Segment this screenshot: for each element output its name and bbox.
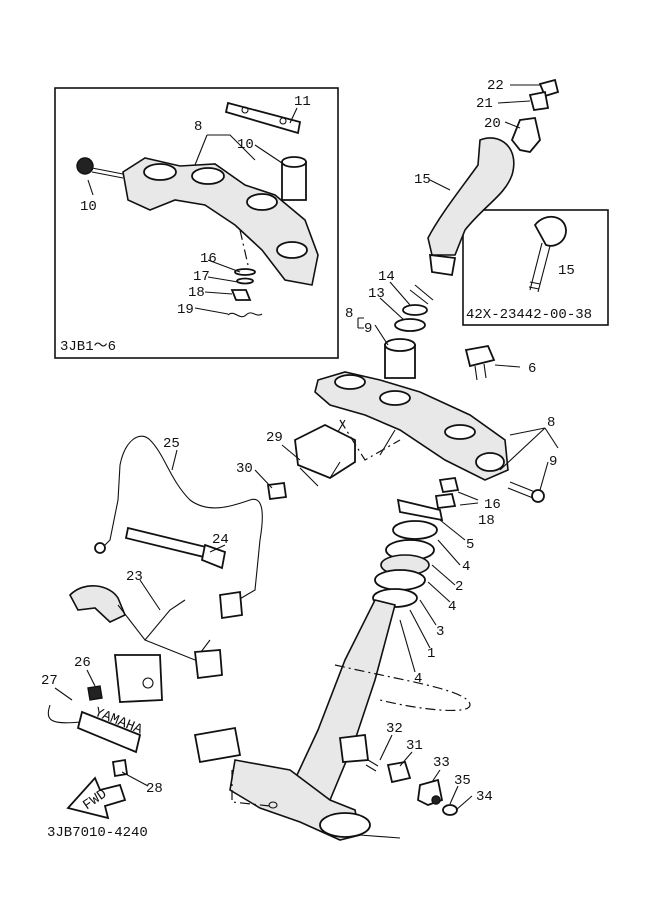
callout-12: 11 [294, 94, 311, 110]
callout-17: 17 [193, 269, 210, 285]
callout-23: 23 [126, 569, 143, 585]
bracket-23 [69, 585, 223, 703]
callout-35: 35 [454, 773, 471, 789]
callout-29: 29 [266, 430, 283, 446]
callout-7: 6 [528, 361, 536, 377]
callout-8-main-left: 8 [345, 306, 353, 322]
upper-bracket [314, 371, 545, 509]
callout-18-main: 18 [478, 513, 495, 529]
callout-20: 20 [484, 116, 501, 132]
callout-11: 10 [80, 199, 97, 215]
inset-box-3jb [54, 87, 339, 359]
small-parts-right [365, 759, 458, 816]
callout-18-inset: 18 [188, 285, 205, 301]
callout-27: 27 [41, 673, 58, 689]
inset-caption-42x: 42X-23442-00-38 [466, 307, 592, 323]
leader-lines [54, 84, 559, 811]
callout-10-inset: 10 [237, 137, 254, 153]
bracket-29 [266, 419, 401, 501]
callout-16-inset: 16 [200, 251, 217, 267]
callout-9: 9 [549, 454, 557, 470]
callout-26: 26 [74, 655, 91, 671]
callout-4-lower: 4 [414, 671, 422, 687]
inset-caption-3jb: 3JB1～6 [60, 339, 116, 355]
callout-1: 1 [427, 646, 435, 662]
callout-2: 2 [455, 579, 463, 595]
cable-25 [94, 435, 263, 620]
small-parts-left [47, 685, 142, 778]
callout-15-inset: 15 [558, 263, 575, 279]
callout-14: 14 [378, 269, 395, 285]
callout-10-main: 9 [364, 321, 372, 337]
callout-30: 30 [236, 461, 253, 477]
callout-22: 22 [487, 78, 504, 94]
strap-24 [124, 526, 227, 570]
steering-column [193, 599, 471, 841]
callout-8-inset: 8 [194, 119, 202, 135]
callout-13: 13 [368, 286, 385, 302]
callout-25: 25 [163, 436, 180, 452]
callout-34: 34 [476, 789, 493, 805]
callout-8-main: 8 [547, 415, 555, 431]
callout-32: 32 [386, 721, 403, 737]
drawing-code: 3JB7010-4240 [47, 825, 148, 841]
callout-33: 33 [433, 755, 450, 771]
callout-19: 19 [177, 302, 194, 318]
handlebar-assembly [409, 78, 560, 305]
callout-24: 24 [212, 532, 229, 548]
callout-31: 31 [406, 738, 423, 754]
callout-labels: 11 8 10 10 16 17 18 19 3JB1～6 22 21 20 1… [41, 78, 592, 841]
callout-6: 5 [466, 537, 474, 553]
inset-box-42x [462, 209, 609, 326]
fwd-arrow-badge: FWD [66, 776, 127, 820]
callout-15: 15 [414, 172, 431, 188]
callout-21: 21 [476, 96, 493, 112]
callout-16-main: 16 [484, 497, 501, 513]
callout-3: 3 [436, 624, 444, 640]
callout-4-upper: 4 [448, 599, 456, 615]
callout-5: 4 [462, 559, 470, 575]
bearing-stack [372, 498, 444, 608]
callout-28: 28 [146, 781, 163, 797]
collar-and-washers [384, 304, 496, 381]
